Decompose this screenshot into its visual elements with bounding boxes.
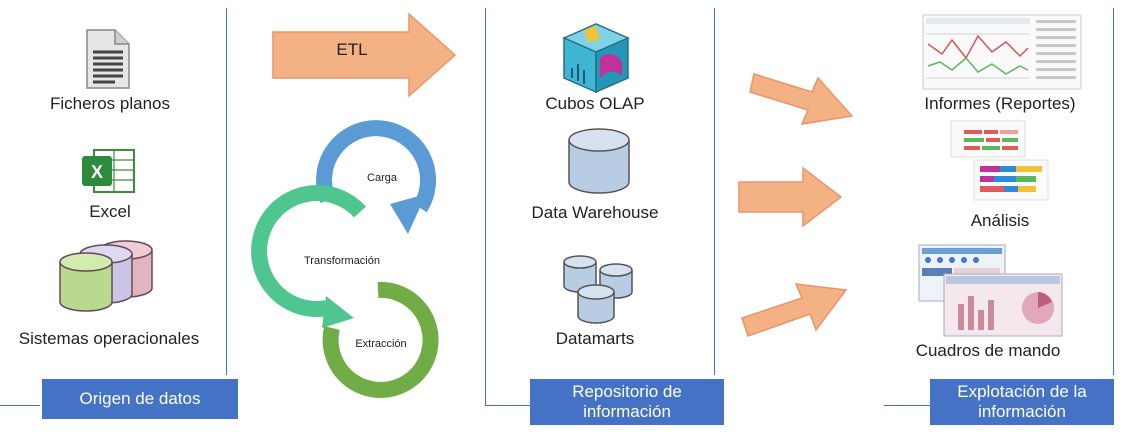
repository-footer-line1: Repositorio de (572, 382, 682, 401)
document-icon (86, 29, 130, 89)
exploitation-baseline (884, 405, 930, 406)
cycle-transformacion: Transformación (303, 255, 380, 267)
analysis-icon (950, 120, 1049, 201)
repository-panel-left (485, 8, 486, 405)
origin-item-excel: Excel (89, 202, 131, 221)
repository-item-dw: Data Warehouse (531, 203, 659, 222)
svg-text:X: X (91, 162, 103, 182)
flow-arrow-middle (738, 166, 843, 228)
exploitation-item-dashboards: Cuadros de mando (915, 341, 1061, 360)
cycle-extraccion: Extracción (355, 338, 407, 350)
etl-arrow-label: ETL (336, 40, 368, 59)
repository-item-datamarts: Datamarts (555, 329, 635, 348)
exploitation-item-reports: Informes (Reportes) (924, 94, 1076, 113)
cycle-carga: Carga (367, 172, 397, 184)
origin-item-operational-systems: Sistemas operacionales (18, 329, 200, 348)
repository-panel-right (714, 8, 715, 375)
exploitation-item-analysis: Análisis (970, 211, 1030, 230)
exploitation-footer: Explotación de la información (930, 379, 1114, 425)
etl-cycle (251, 120, 439, 398)
flow-arrow-bottom (741, 283, 848, 337)
exploitation-panel-right (1113, 8, 1114, 375)
etl-arrow (272, 12, 457, 98)
database-stack-icon (59, 240, 153, 312)
repository-footer-line2: información (583, 402, 671, 421)
report-icon (922, 14, 1082, 90)
origin-item-flat-files: Ficheros planos (49, 94, 170, 113)
flow-arrow-top (749, 73, 854, 125)
origin-baseline (0, 405, 40, 406)
origin-panel (0, 8, 227, 375)
data-warehouse-icon (568, 128, 630, 194)
excel-icon: X (82, 149, 135, 193)
repository-baseline (485, 405, 530, 406)
repository-footer: Repositorio de información (530, 379, 724, 425)
dashboard-icon (918, 244, 1063, 337)
exploitation-footer-line1: Explotación de la (957, 382, 1087, 401)
origin-footer: Origen de datos (42, 379, 238, 419)
repository-item-olap: Cubos OLAP (545, 94, 645, 113)
datamarts-icon (563, 255, 633, 324)
exploitation-footer-line2: información (978, 402, 1066, 421)
olap-cube-icon (562, 23, 630, 94)
